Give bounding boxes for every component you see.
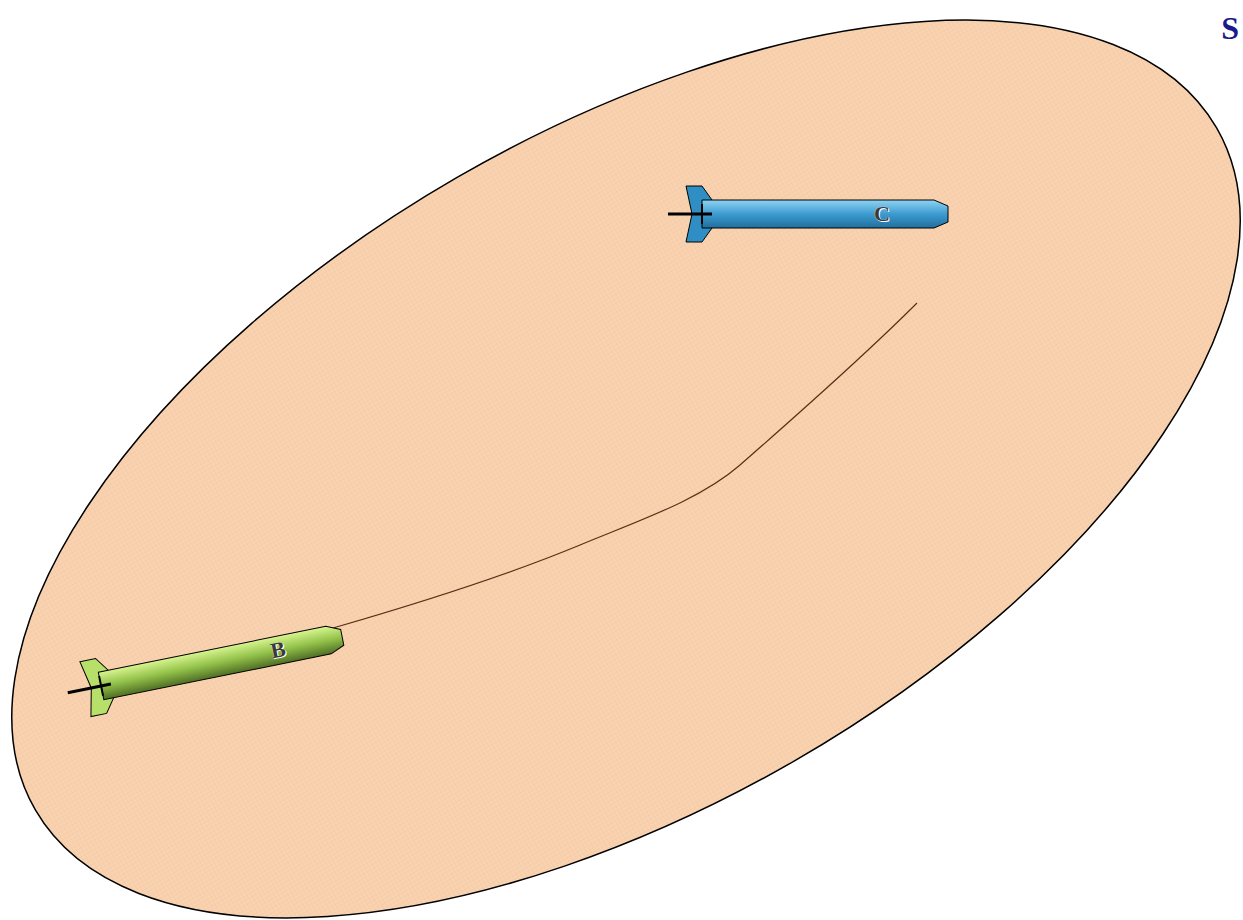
rocket-shape — [668, 186, 948, 242]
rocket-node: C — [668, 186, 948, 242]
rocket-label: C — [874, 203, 890, 225]
rocket-nozzle — [668, 213, 712, 216]
rocket-nozzle — [701, 204, 703, 224]
rocket-nozzle — [68, 684, 111, 693]
rocket-nozzle — [99, 676, 103, 696]
rocket-body — [702, 200, 948, 228]
trajectory-line — [333, 303, 917, 628]
corner-heading: S — [1221, 12, 1239, 44]
rocket-body — [98, 624, 345, 700]
